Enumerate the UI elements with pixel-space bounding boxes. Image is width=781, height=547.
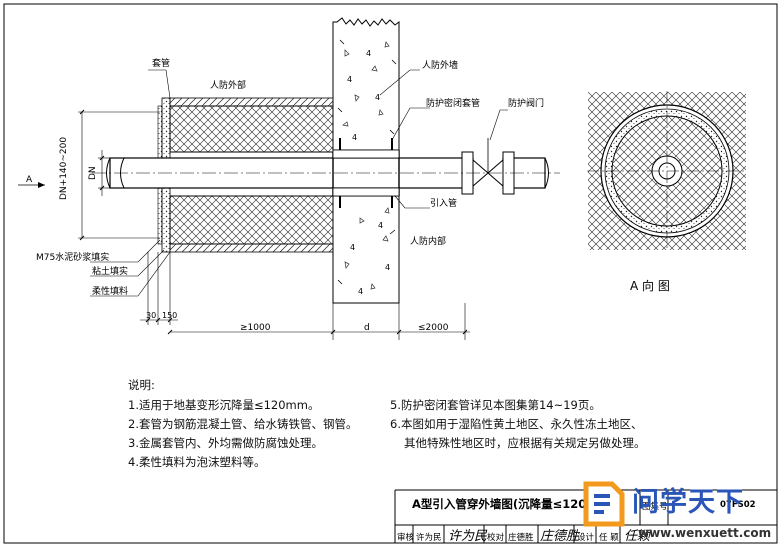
dim-dn-range: DN+140~200 [59, 137, 69, 200]
note-3: 3.金属套管内、外均需做防腐蚀处理。 [128, 436, 323, 450]
svg-text:4: 4 [350, 243, 355, 252]
note-1: 1.适用于地基变形沉降量≤120mm。 [128, 398, 320, 412]
svg-text:4: 4 [385, 263, 390, 272]
drawing-frame [3, 3, 778, 544]
view-a-marker: A [26, 175, 33, 185]
label-inside: 人防内部 [410, 235, 446, 247]
soil-backfill [157, 97, 334, 253]
note-6b: 其他特殊性地区时，应根据有关规定另做处理。 [404, 436, 646, 450]
reviewer-name: 许为民 [416, 533, 442, 543]
dim-30: 30 [146, 311, 156, 320]
label-mortar: M75水泥砂浆填实 [36, 251, 109, 263]
dim-dn: DN [88, 166, 98, 180]
note-6a: 6.本图如用于湿陷性黄土地区、永久性冻土地区、 [390, 417, 643, 431]
reviewer-signature: 许为民 [448, 529, 488, 544]
label-outside: 人防外部 [210, 79, 246, 91]
svg-text:4: 4 [358, 287, 363, 296]
svg-text:4: 4 [378, 221, 383, 230]
svg-text:4: 4 [366, 49, 371, 58]
dimension-lines [78, 111, 470, 340]
label-sealed-sleeve: 防护密闭套管 [426, 97, 480, 109]
view-title: A 向 图 [630, 278, 670, 293]
notes-section: 说明: 1.适用于地基变形沉降量≤120mm。 2.套管为钢筋混凝土管、给水铸铁… [128, 377, 768, 477]
checker-name: 庄德胜 [508, 533, 534, 543]
designer-signature: 任颖 [624, 529, 651, 544]
designer-name: 任 颖 [599, 533, 619, 543]
dimension-ticks [79, 109, 468, 335]
concrete-wall: 4 4 4 4 4 4 4 4 [332, 17, 400, 304]
design-label: 设计 [577, 533, 595, 543]
leader-lines [90, 69, 508, 297]
notes-heading: 说明: [128, 378, 155, 392]
label-sleeve: 套管 [152, 57, 170, 69]
label-wall: 人防外墙 [422, 59, 458, 71]
watermark-brand: 问学天下 [632, 487, 744, 518]
section-a-view [587, 91, 747, 251]
svg-text:4: 4 [375, 93, 380, 102]
note-5: 5.防护密闭套管详见本图集第14~19页。 [390, 398, 601, 412]
protective-valve [461, 138, 515, 195]
label-clay: 粘土填实 [92, 265, 128, 277]
drawing-title: A型引入管穿外墙图(沉降量≤120mm) [412, 497, 616, 511]
watermark-logo-icon [583, 481, 625, 527]
review-label: 审核 [397, 533, 415, 543]
check-label: 校对 [487, 533, 505, 543]
watermark: 问学天下 www.wenxuett.com [582, 478, 781, 547]
atlas-label: 图集号 [642, 502, 668, 512]
dim-1000: ≥1000 [240, 323, 271, 333]
dim-2000: ≤2000 [418, 323, 449, 333]
watermark-url: www.wenxuett.com [638, 526, 772, 540]
svg-text:4: 4 [352, 133, 357, 142]
label-valve: 防护阀门 [508, 97, 544, 109]
svg-text:4: 4 [347, 75, 352, 84]
note-4: 4.柔性填料为泡沫塑料等。 [128, 455, 266, 469]
label-soft-fill: 柔性填料 [92, 285, 128, 297]
note-2: 2.套管为钢筋混凝土管、给水铸铁管、钢管。 [128, 417, 358, 431]
dim-wall-d: d [364, 323, 370, 333]
atlas-number: 07FS02 [720, 500, 756, 510]
dim-150: 150 [162, 311, 177, 320]
label-pipe-in: 引入管 [430, 197, 457, 209]
checker-signature: 庄德胜 [540, 529, 580, 544]
